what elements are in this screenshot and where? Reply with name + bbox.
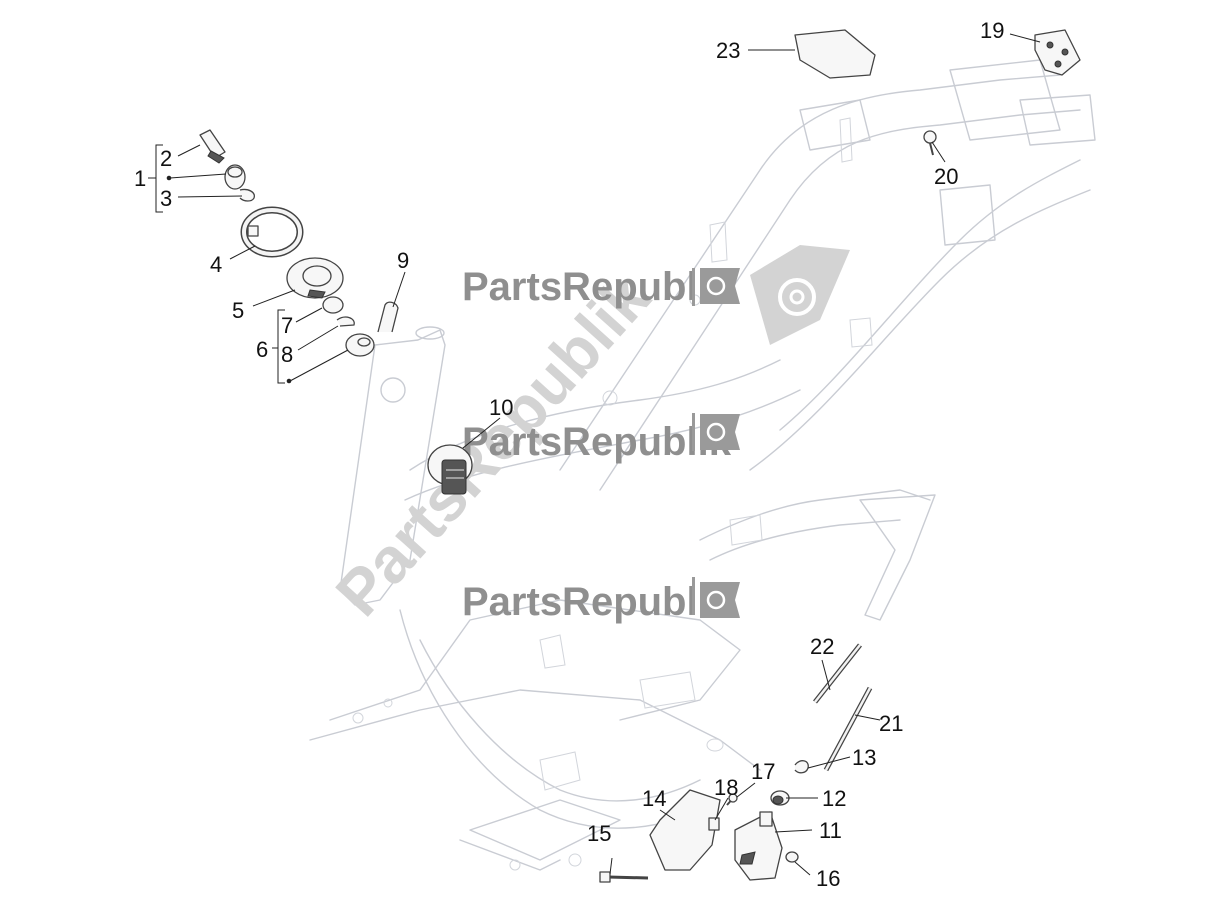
part-21-cable <box>823 686 873 772</box>
callout-3: 3 <box>160 186 172 211</box>
callout-10: 10 <box>489 395 513 420</box>
callout-23: 23 <box>716 38 740 63</box>
part-10-ignition-switch <box>427 444 473 495</box>
part-15-bolt <box>599 871 649 883</box>
watermark-text-1: PartsRepublik <box>462 265 732 309</box>
part-18-clip <box>708 817 720 831</box>
callout-13: 13 <box>852 745 876 770</box>
watermark-row-2: PartsRepublik <box>462 413 740 464</box>
part-12-nut <box>770 790 790 806</box>
callout-21: 21 <box>879 711 903 736</box>
callout-11: 11 <box>819 818 842 843</box>
part-16-nut <box>785 851 799 863</box>
callout-5: 5 <box>232 298 244 323</box>
callout-9: 9 <box>397 248 409 273</box>
part-cap <box>345 333 375 357</box>
callout-8: 8 <box>281 342 293 367</box>
part-14-bracket <box>649 789 721 871</box>
callout-15: 15 <box>587 821 611 846</box>
callout-7: 7 <box>281 313 293 338</box>
callout-labels: 1 2 3 4 5 6 7 8 9 10 11 12 13 14 15 16 1… <box>134 18 1004 891</box>
part-22-cable <box>813 643 862 704</box>
part-7-small-ring <box>322 296 344 314</box>
part-lock-cylinder <box>224 164 246 190</box>
watermark-text-3: PartsRepublik <box>462 580 732 624</box>
callout-2: 2 <box>160 146 172 171</box>
callout-6: 6 <box>256 337 268 362</box>
watermark-row-1: PartsRepublik <box>462 265 740 309</box>
watermark-flag-icon <box>700 268 740 304</box>
watermark-flag-icon <box>700 582 740 618</box>
part-8-hook <box>336 316 355 327</box>
callout-1: 1 <box>134 166 146 191</box>
callout-14: 14 <box>642 786 666 811</box>
part-19-hinge <box>1034 29 1081 76</box>
part-9-spring <box>377 301 399 333</box>
part-2-key <box>199 129 226 164</box>
watermark-row-3: PartsRepublik <box>462 577 740 624</box>
watermark-text-2: PartsRepublik <box>462 420 732 464</box>
part-4-ring <box>240 206 304 258</box>
watermark-flag-icon <box>700 414 740 450</box>
callout-20: 20 <box>934 164 958 189</box>
part-20-screw <box>923 130 937 156</box>
part-23-cover <box>794 29 876 79</box>
watermark-big-gear-icon <box>778 278 816 316</box>
callout-16: 16 <box>816 866 840 891</box>
part-11-seat-lock <box>734 811 783 881</box>
callout-19: 19 <box>980 18 1004 43</box>
callout-18: 18 <box>714 775 738 800</box>
part-3-clip <box>239 188 255 202</box>
part-17-screw <box>726 793 738 806</box>
part-13-clip <box>794 760 809 774</box>
leader-lines <box>148 33 1041 876</box>
watermark-big-flag-icon <box>750 245 850 345</box>
callout-17: 17 <box>751 759 775 784</box>
part-5-lock-body <box>286 257 344 299</box>
callout-22: 22 <box>810 634 834 659</box>
callout-4: 4 <box>210 252 222 277</box>
callout-12: 12 <box>822 786 846 811</box>
